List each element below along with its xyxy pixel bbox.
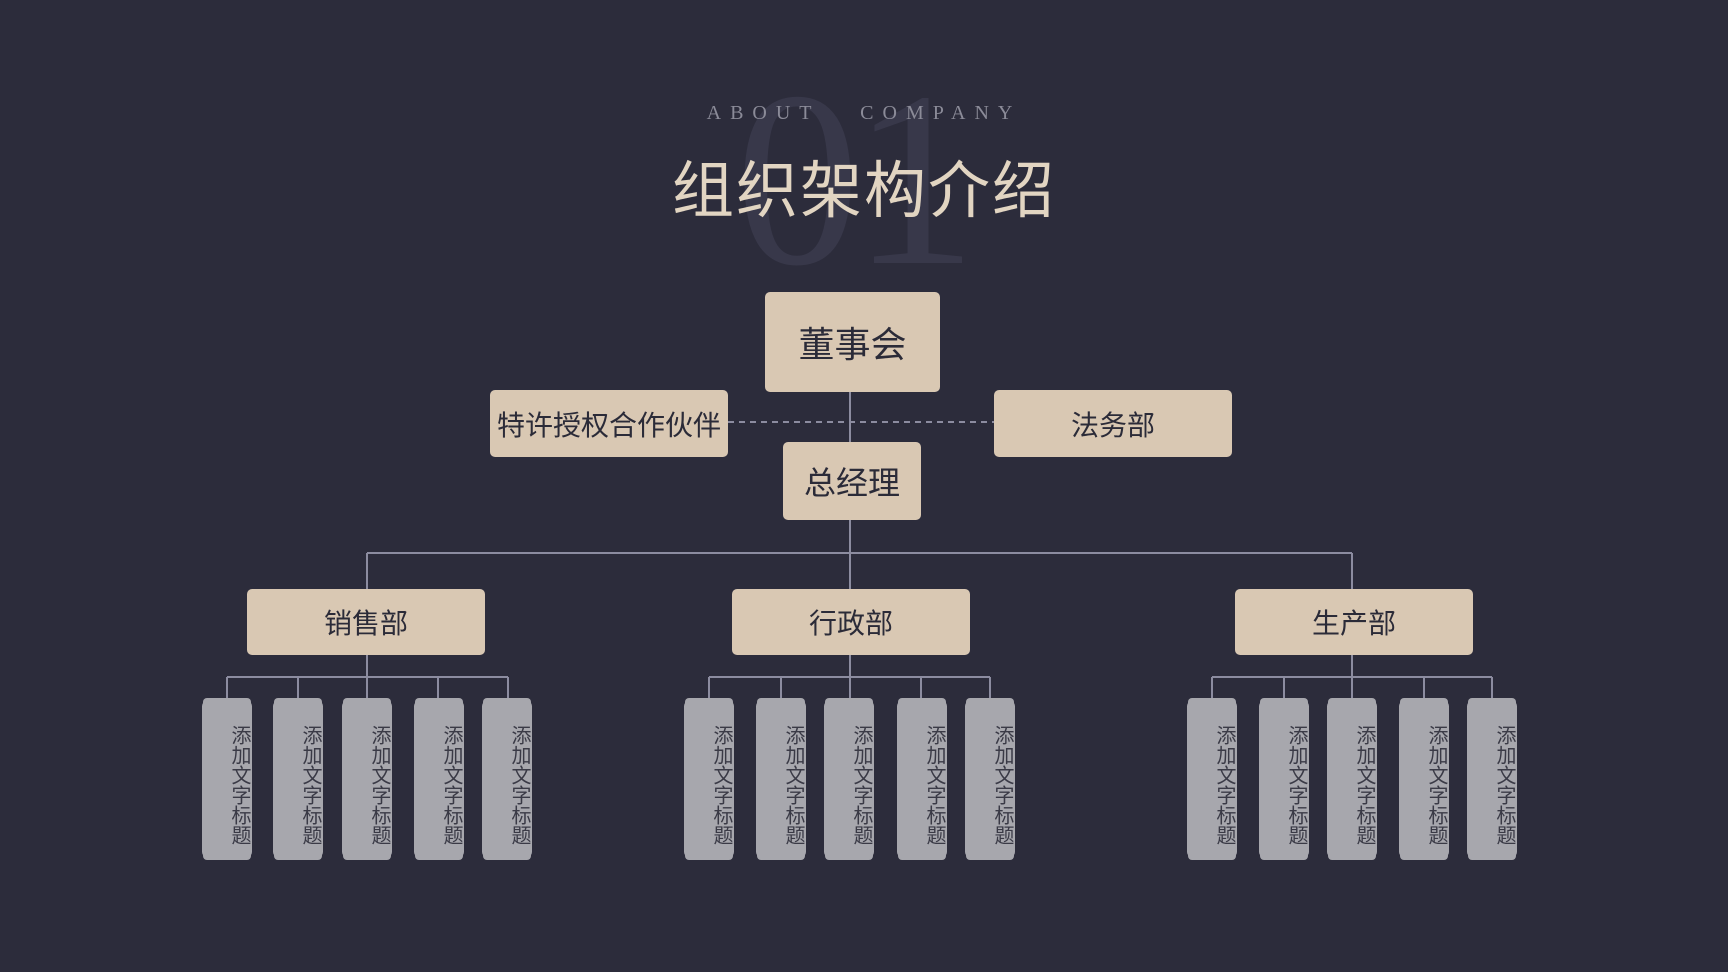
background-number: 01 bbox=[735, 41, 977, 318]
partner-node: 特许授权合作伙伴 bbox=[490, 390, 728, 457]
dept-production-node: 生产部 bbox=[1235, 589, 1473, 655]
dept-sales-node: 销售部 bbox=[247, 589, 485, 655]
sales-item-node: 添加文字标题 bbox=[414, 701, 464, 857]
production-item-node: 添加文字标题 bbox=[1327, 701, 1377, 857]
admin-item-node: 添加文字标题 bbox=[824, 701, 874, 857]
sales-item-node: 添加文字标题 bbox=[482, 701, 532, 857]
legal-node: 法务部 bbox=[994, 390, 1232, 457]
admin-item-node: 添加文字标题 bbox=[756, 701, 806, 857]
admin-item-node: 添加文字标题 bbox=[965, 701, 1015, 857]
gm-node: 总经理 bbox=[783, 442, 921, 520]
sales-item-node: 添加文字标题 bbox=[273, 701, 323, 857]
page-subtitle: ABOUT COMPANY bbox=[706, 102, 1022, 124]
dept-admin-node: 行政部 bbox=[732, 589, 970, 655]
production-item-node: 添加文字标题 bbox=[1467, 701, 1517, 857]
production-item-node: 添加文字标题 bbox=[1259, 701, 1309, 857]
production-item-node: 添加文字标题 bbox=[1187, 701, 1237, 857]
sales-item-node: 添加文字标题 bbox=[342, 701, 392, 857]
production-item-node: 添加文字标题 bbox=[1399, 701, 1449, 857]
page-title: 组织架构介绍 bbox=[671, 154, 1056, 227]
sales-item-node: 添加文字标题 bbox=[202, 701, 252, 857]
admin-item-node: 添加文字标题 bbox=[684, 701, 734, 857]
board-node: 董事会 bbox=[765, 292, 940, 392]
admin-item-node: 添加文字标题 bbox=[897, 701, 947, 857]
